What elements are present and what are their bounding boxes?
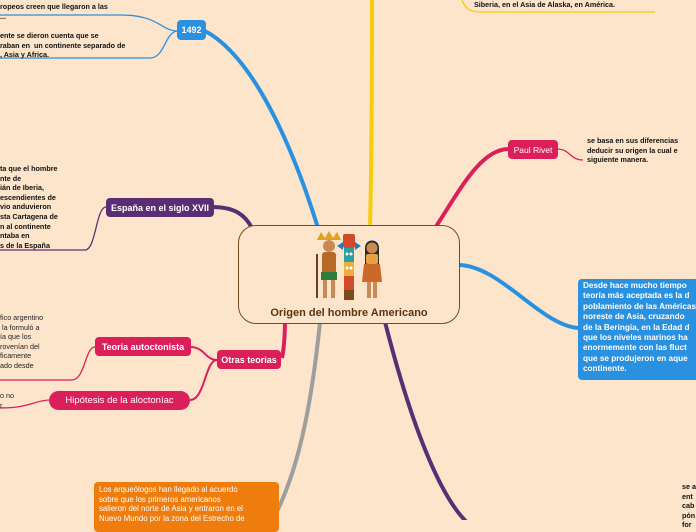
branch-lines <box>0 0 655 520</box>
text-right-bottom: se a ent cab pón for <box>682 482 696 530</box>
text-europeos: ropeos creen que llegaron a las ... <box>0 2 108 21</box>
indigenous-figures-icon <box>316 231 382 300</box>
text-espana: ta que el hombre nte de ián de Iberia, e… <box>0 164 58 250</box>
node-otras-teorias[interactable]: Otras teorias <box>217 350 281 369</box>
text-argentino: fico argentino la formuló a ía que los r… <box>0 313 44 370</box>
central-title: Origen del hombre Americano <box>270 307 428 319</box>
node-1492[interactable]: 1492 <box>177 20 206 40</box>
node-paul-rivet[interactable]: Paul Rivet <box>508 140 558 159</box>
text-siberia: Siberia, en el Asia de Alaska, en Améric… <box>474 0 616 9</box>
central-topic[interactable]: Origen del hombre Americano <box>238 225 460 324</box>
node-espana-siglo-xvii[interactable]: España en el siglo XVII <box>106 198 214 217</box>
text-dieron-cuenta: ente se dieron cuenta que se raban en un… <box>0 31 126 60</box>
text-no-r: o no r. <box>0 391 14 410</box>
node-teoria-autoctonista[interactable]: Teoria autoctonista <box>95 337 191 356</box>
orange-info-box[interactable]: Los arqueólogos han llegado al acuerdo s… <box>94 482 279 532</box>
blue-info-box[interactable]: Desde hace mucho tiempo teoría más acept… <box>578 279 696 380</box>
node-hipotesis-aloctonia[interactable]: Hipótesis de la aloctoníac <box>49 391 190 410</box>
text-rivet: se basa en sus diferencias deducir su or… <box>587 136 679 165</box>
